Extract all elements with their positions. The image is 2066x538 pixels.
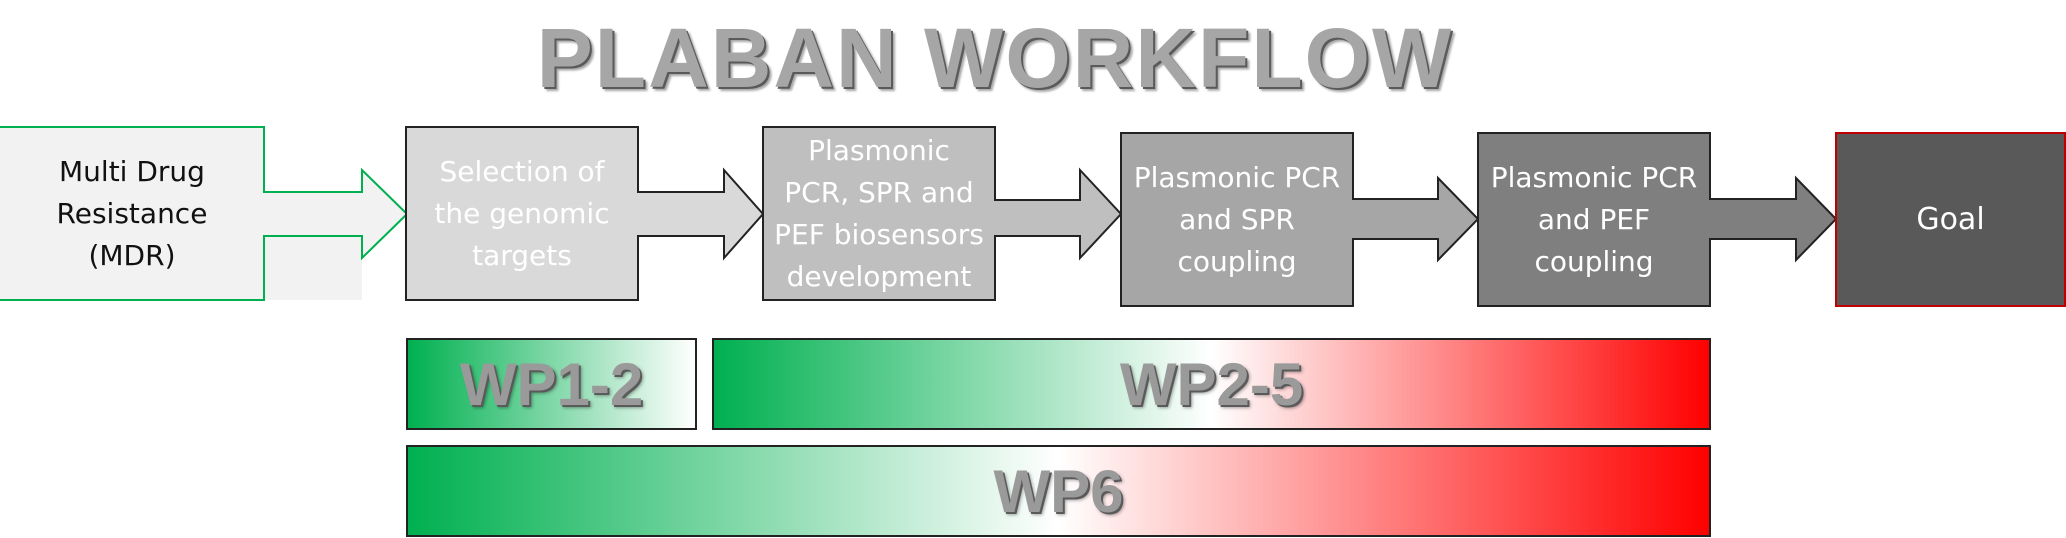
diagram-title: PLABAN WORKFLOW	[536, 11, 1454, 105]
wp25-bar: WP2-5	[712, 338, 1711, 430]
step4-arrow-shape	[1120, 132, 1480, 307]
wp6-label: WP6	[993, 457, 1124, 525]
wp12-label: WP1-2	[459, 350, 644, 418]
wp25-label: WP2-5	[1119, 350, 1304, 418]
wp12-bar: WP1-2	[406, 338, 697, 430]
step3-arrow-shape	[762, 126, 1123, 301]
goal-label: Goal	[1916, 201, 1985, 237]
step5-arrow-shape	[1477, 132, 1838, 307]
wp6-bar: WP6	[406, 445, 1711, 537]
step2-arrow-shape	[405, 126, 765, 301]
goal-box	[1835, 132, 2066, 307]
